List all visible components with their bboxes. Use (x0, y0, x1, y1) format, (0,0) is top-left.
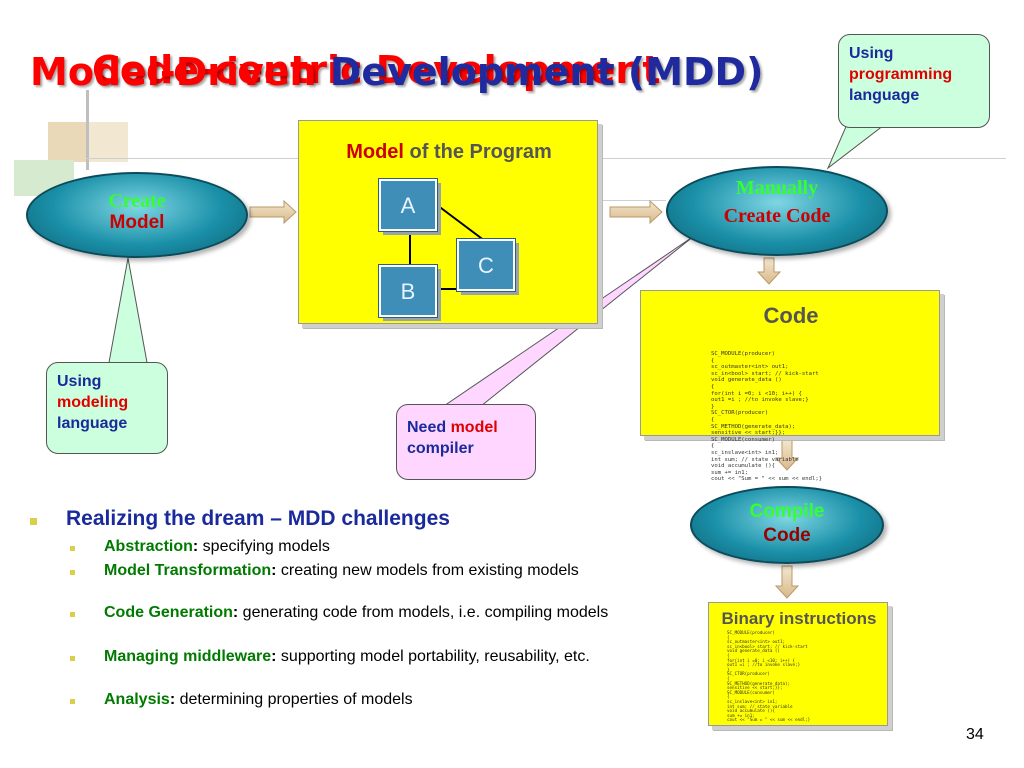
ellipse-manually-create-code: Manually Create Code (666, 166, 888, 256)
manually-line2: Create Code (723, 205, 831, 227)
page-title: Model-Driven Development (MDD) (30, 50, 763, 94)
callout-programming-language: Using programming language (838, 34, 990, 128)
callout-modeling-line1: Using (57, 373, 102, 390)
code-snippet: SC_MODULE(producer) { sc_outmaster<int> … (711, 351, 823, 483)
title-red-part: Model-Driven (30, 50, 330, 94)
bullet-analysis: Analysis: determining properties of mode… (104, 691, 413, 708)
decor-block-tan (48, 122, 88, 162)
bullet-marker-1 (70, 546, 75, 551)
title-back-code-centric: Code-centric Development (92, 48, 661, 92)
decor-vertical-line (86, 90, 89, 170)
ellipse-compile-code: Compile Code (690, 486, 884, 564)
binary-panel-title: Binary instructions (721, 609, 877, 628)
callout-model-compiler: Need model compiler (396, 404, 536, 480)
arrow-compile-to-binary (774, 565, 800, 599)
arrow-create-to-model (249, 199, 297, 225)
manually-line1: Manually (735, 177, 819, 199)
decor-block-tan-light (88, 122, 128, 162)
bullet-marker-main (30, 518, 37, 525)
edge-a-c (436, 204, 486, 242)
callout-programming-line3: language (849, 87, 920, 104)
code-panel: Code SC_MODULE(producer) { sc_outmaster<… (640, 290, 940, 482)
callout-compiler-line1: Need model (407, 419, 498, 436)
node-connectors (409, 204, 486, 290)
bullet-marker-3 (70, 612, 75, 617)
page-number: 34 (966, 726, 984, 743)
ellipse-create-model: Create Model (26, 172, 248, 258)
bullet-abstraction: Abstraction: specifying models (104, 538, 330, 555)
bullet-model-transformation: Model Transformation: creating new model… (104, 562, 579, 579)
callout-compiler-line2: compiler (407, 440, 474, 457)
model-of-program-panel: Model of the Program A C B (298, 120, 598, 324)
bullet-managing-middleware: Managing middleware: supporting model po… (104, 648, 590, 665)
compile-line1: Compile (749, 501, 825, 522)
callout-programming-line1: Using (849, 45, 894, 62)
callout-modeling-language: Using modeling language (46, 362, 168, 454)
node-a: A (378, 178, 438, 232)
pointer-modeling (107, 257, 149, 369)
title-blue-part: Development (MDD) (329, 50, 764, 94)
node-c: C (456, 238, 516, 292)
arrow-manual-to-code (756, 257, 782, 285)
code-panel-title: Code (763, 303, 819, 328)
bullets-heading: Realizing the dream – MDD challenges (66, 507, 450, 530)
bullet-code-generation: Code Generation: generating code from mo… (104, 604, 609, 621)
compile-line2: Code (763, 525, 811, 546)
create-model-line2: Model (109, 212, 165, 233)
callout-programming-line2: programming (849, 66, 953, 83)
callout-modeling-line2: modeling (57, 394, 129, 411)
node-b: B (378, 264, 438, 318)
model-panel-title: Model of the Program (346, 141, 552, 163)
bullet-marker-5 (70, 699, 75, 704)
bullet-marker-2 (70, 570, 75, 575)
pointer-programming (826, 121, 890, 170)
arrow-model-to-manual (609, 199, 663, 225)
decor-horizontal-line-2 (596, 200, 666, 201)
binary-instructions-panel: Binary instructions SC_MODULE(producer) … (708, 602, 888, 726)
binary-snippet: SC_MODULE(producer) { sc_outmaster<int> … (727, 630, 811, 723)
create-model-line1: Create (108, 190, 166, 212)
bullet-marker-4 (70, 656, 75, 661)
callout-modeling-line3: language (57, 415, 128, 432)
